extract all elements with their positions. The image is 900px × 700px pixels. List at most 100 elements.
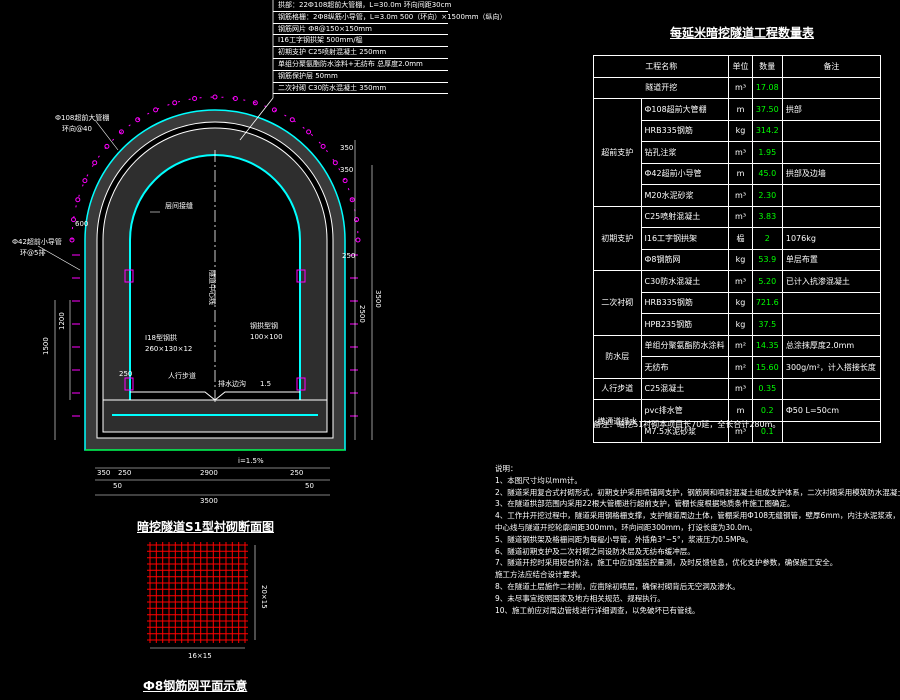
cell-qty: 45.0 — [751, 162, 783, 185]
dim-right-250: 250 — [342, 252, 355, 260]
label-small-pipe-spacing: 环@5排 — [20, 248, 45, 257]
section-title: 暗挖隧道S1型衬砌断面图 — [137, 520, 274, 534]
pipe-shed-dot — [118, 129, 124, 135]
cell-qty: 37.5 — [751, 313, 783, 336]
cell-group: 人行步道 — [593, 377, 642, 400]
cell-group: 二次衬砌 — [593, 270, 642, 336]
cell-unit: m³ — [728, 184, 753, 207]
cell-name: 钻孔注浆 — [640, 141, 730, 164]
pipe-shed-dot — [92, 160, 98, 166]
cell-note: 已计入抗渗混凝土 — [781, 270, 882, 293]
cell-note — [781, 377, 882, 400]
cell-qty: 37.50 — [751, 98, 783, 121]
table-footnote: 备注：暗挖S1衬砌本项目长70延，全长合计280m。 — [593, 420, 781, 429]
spec-line: 初期支护 C25喷射混凝土 250mm — [273, 47, 448, 59]
notes-block: 说明： 1、本图尺寸均以mm计。 2、隧道采用复合式衬砌形式，初期支护采用喷锚网… — [495, 463, 900, 616]
pipe-shed-dot — [289, 117, 295, 123]
label-steel-arch: I18型钢拱 — [145, 333, 177, 342]
cell-unit: 榀 — [728, 227, 753, 250]
cell-qty: 1.95 — [751, 141, 783, 164]
cell-name: Ф108超前大管棚 — [640, 98, 730, 121]
cell-qty: 0.1 — [751, 420, 783, 443]
dim-slope: i=1.5% — [238, 457, 264, 465]
cell-note — [781, 141, 882, 164]
cell-qty: 0.35 — [751, 377, 783, 400]
cell-note — [781, 420, 882, 443]
table-title: 每延米暗挖隧道工程数量表 — [670, 26, 815, 40]
note-item: 9、未尽事宜按照国家及地方相关规范、规程执行。 — [495, 593, 665, 603]
note-item: 4、工作井开挖过程中，隧道采用钢格栅支撑，支护隧道周边土体，管棚采用Ф108无缝… — [495, 511, 900, 521]
pipe-shed-dot — [212, 94, 218, 100]
dim-bottom-total: 3500 — [200, 497, 218, 505]
cell-name: pvc排水管 — [640, 399, 730, 422]
cell-unit: kg — [728, 291, 753, 314]
pipe-shed-dot — [192, 96, 198, 101]
cell-name: Ф8钢筋网 — [640, 248, 730, 271]
cell-note: Ф50 L=50cm — [781, 399, 882, 422]
label-sidewalk: 人行步道 — [168, 371, 196, 380]
cell-qty: 0.2 — [751, 399, 783, 422]
cell-unit: m³ — [728, 76, 753, 99]
pipe-shed-dot — [172, 100, 178, 106]
cell-name: C25混凝土 — [640, 377, 730, 400]
cell-qty: 3.83 — [751, 205, 783, 228]
dim-left-600: 600 — [75, 220, 88, 228]
cell-qty: 17.08 — [751, 76, 783, 99]
cell-qty: 314.2 — [751, 119, 783, 142]
header-name: 工程名称 — [592, 55, 730, 78]
label-pipe-shed: Ф108超前大管棚 — [55, 113, 109, 122]
label-arch-band: 层间接缝 — [165, 201, 193, 210]
cell-qty: 5.20 — [751, 270, 783, 293]
cell-note — [781, 76, 882, 99]
dim-bottom-right: 250 — [290, 469, 303, 477]
cell-note: 拱部 — [781, 98, 882, 121]
note-item: 8、在隧道土层施作二衬前，应凿除初喷层，确保衬砌背后无空洞及渗水。 — [495, 581, 740, 591]
spec-callout: 拱部：22Ф108超前大管棚，L=30.0m 环向间距30cm 钢筋格栅：2Ф8… — [273, 0, 507, 95]
cell-group: 防水层 — [593, 334, 642, 379]
dim-left-1500: 1500 — [42, 337, 50, 355]
steel-joint-left-low — [124, 377, 134, 391]
pipe-shed-dot — [349, 197, 355, 203]
label-steel-arch-spec: 260×130×12 — [145, 345, 192, 353]
pipe-shed-dot — [135, 117, 141, 123]
cell-unit: m³ — [728, 270, 753, 293]
pipe-shed-dot — [271, 107, 277, 113]
cell-qty: 53.9 — [751, 248, 783, 271]
note-item: 施工方法应结合设计要求。 — [495, 570, 585, 580]
leader-pipe-shed — [94, 119, 119, 151]
spec-line: I16工字钢拱架 500mm/榀 — [273, 35, 448, 48]
label-center-line: 隧道中心线 — [208, 270, 217, 305]
tunnel-clear-space — [129, 154, 301, 421]
cell-unit: m² — [728, 356, 753, 379]
dim-right-350a: 350 — [340, 144, 353, 152]
note-item: 中心线与隧道开挖轮廓间距300mm，环向间距300mm，打设长度为30.0m。 — [495, 522, 757, 532]
cell-unit: kg — [728, 313, 753, 336]
note-item: 5、隧道钢拱架及格栅间距为每榀小导管，外插角3°~5°，浆液压力0.5MPa。 — [495, 534, 753, 544]
cell-name: HRB335钢筋 — [640, 291, 730, 314]
steel-joint-right-low — [296, 377, 306, 391]
spec-line: 单组分聚氨酯防水涂料+无纺布 总厚度2.0mm — [273, 59, 448, 71]
mesh-dim-w: 16×15 — [188, 652, 212, 660]
dim-bottom-inner: 2900 — [200, 469, 218, 477]
notes-heading: 说明： — [495, 464, 518, 473]
cell-unit: kg — [728, 119, 753, 142]
spec-line: 钢筋网片 Ф8@150×150mm — [273, 24, 448, 36]
mesh-title: Ф8钢筋网平面示意 — [143, 679, 248, 693]
dim-bottom-left: 350 — [97, 469, 110, 477]
pipe-shed-dot — [153, 107, 159, 113]
cell-group: 超前支护 — [593, 98, 642, 207]
cell-note — [781, 313, 882, 336]
